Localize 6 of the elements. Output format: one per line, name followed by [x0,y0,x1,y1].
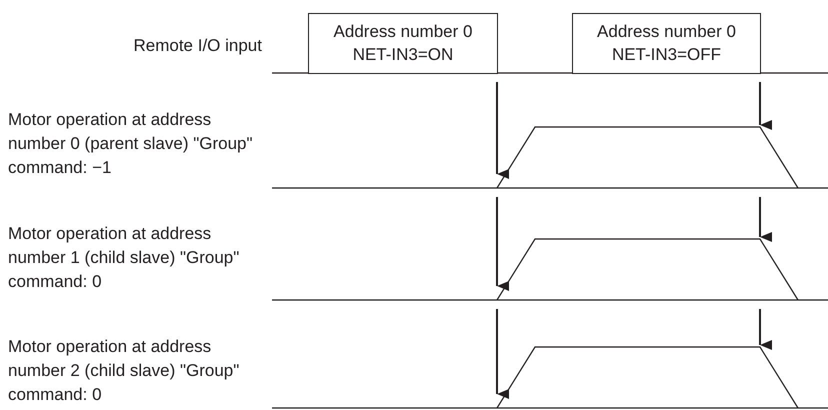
axis-row-label: Motor operation at address number 0 (parent slave) "Group" command: −1 [8,109,254,179]
signal-label: Remote I/O input [132,35,262,57]
signal-box: Address number 0 NET-IN3=OFF [572,13,761,74]
signal-box: Address number 0 NET-IN3=ON [308,13,498,74]
axis-row-label: Motor operation at address number 1 (child slave) "Group" command: 0 [8,223,240,293]
axis-row-label: Motor operation at address number 2 (child slave) "Group" command: 0 [8,336,240,406]
